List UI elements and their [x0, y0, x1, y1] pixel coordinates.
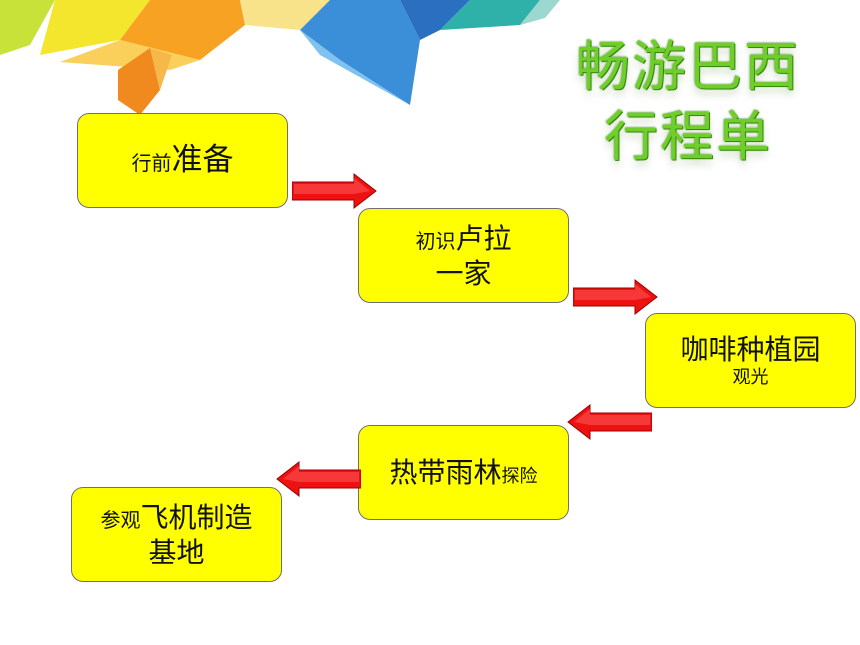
- step-box-4: 热带雨林探险: [358, 425, 569, 520]
- decorative-polygons: [0, 0, 560, 115]
- step-box-5: 参观飞机制造 基地: [71, 487, 282, 582]
- step-5-small: 参观: [100, 507, 141, 532]
- title-line-1: 畅游巴西: [576, 35, 800, 98]
- step-2-large: 卢拉: [455, 221, 512, 255]
- step-box-1: 行前准备: [77, 113, 288, 208]
- step-5-line-1: 参观飞机制造: [100, 500, 252, 535]
- step-5-line-2: 基地: [148, 535, 205, 569]
- step-1-large: 准备: [171, 142, 234, 179]
- arrow-left-1: [567, 403, 652, 441]
- title-line-2: 行程单: [604, 105, 772, 168]
- step-3-large: 咖啡种植园: [680, 332, 821, 366]
- step-4-text: 热带雨林探险: [389, 455, 537, 490]
- arrow-left-2: [276, 460, 361, 498]
- arrow-right-2: [573, 278, 658, 316]
- step-2-line-2: 一家: [435, 256, 492, 290]
- step-2-small: 初识: [415, 228, 456, 253]
- step-1-small: 行前: [131, 151, 172, 176]
- step-1-text: 行前准备: [132, 141, 234, 180]
- arrow-right-1: [292, 172, 377, 210]
- step-box-3: 咖啡种植园 观光: [645, 313, 856, 408]
- step-3-small: 观光: [732, 366, 769, 388]
- step-4-small: 探险: [501, 466, 538, 487]
- step-2-line-1: 初识卢拉: [415, 221, 511, 256]
- step-5-large: 飞机制造: [140, 500, 253, 534]
- step-4-large: 热带雨林: [389, 456, 502, 489]
- step-box-2: 初识卢拉 一家: [358, 208, 569, 303]
